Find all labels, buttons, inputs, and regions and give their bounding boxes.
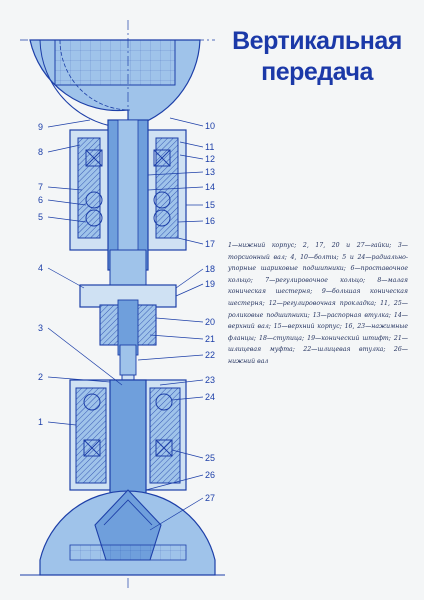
callout-left-3: 6 xyxy=(38,195,43,205)
callout-right-1: 11 xyxy=(205,142,214,152)
callout-left-2: 7 xyxy=(38,182,43,192)
callout-right-15: 25 xyxy=(205,453,215,463)
callout-right-14: 24 xyxy=(205,392,215,402)
callout-left-0: 9 xyxy=(38,122,43,132)
lower-gear xyxy=(20,489,225,576)
callout-right-2: 12 xyxy=(205,154,215,164)
callout-right-17: 27 xyxy=(205,493,215,503)
callout-right-3: 13 xyxy=(205,167,215,177)
upper-gearbox-housing xyxy=(20,20,215,590)
title-line-1: Вертикальная xyxy=(232,27,402,55)
middle-coupling xyxy=(79,249,177,376)
callout-left-8: 1 xyxy=(38,417,43,427)
left-callouts: 9 8 7 6 5 4 3 2 1 xyxy=(38,119,123,427)
callout-right-9: 19 xyxy=(205,279,215,289)
callout-right-13: 23 xyxy=(205,375,215,385)
callout-right-8: 18 xyxy=(205,264,215,274)
upper-housing xyxy=(69,119,187,271)
callout-right-5: 15 xyxy=(205,200,215,210)
callout-left-7: 2 xyxy=(38,372,43,382)
callout-right-12: 22 xyxy=(205,350,215,360)
parts-legend: 1—нижний корпус; 2, 17, 20 и 27—гайки; 3… xyxy=(228,242,408,365)
title-line-2: передача xyxy=(261,58,373,86)
callout-right-6: 16 xyxy=(205,216,215,226)
callout-left-4: 5 xyxy=(38,212,43,222)
lower-housing xyxy=(69,379,187,506)
callout-left-5: 4 xyxy=(38,263,43,273)
right-callouts: 10 11 12 13 14 15 16 17 18 19 20 21 22 2… xyxy=(137,117,215,531)
callout-right-0: 10 xyxy=(205,121,215,131)
callout-right-4: 14 xyxy=(205,182,215,192)
callout-left-1: 8 xyxy=(38,147,43,157)
callout-right-16: 26 xyxy=(205,470,215,480)
callout-left-6: 3 xyxy=(38,323,43,333)
diagram-title: Вертикальная передача xyxy=(232,26,402,88)
callout-right-11: 21 xyxy=(205,334,215,344)
callout-right-7: 17 xyxy=(205,239,215,249)
callout-right-10: 20 xyxy=(205,317,215,327)
